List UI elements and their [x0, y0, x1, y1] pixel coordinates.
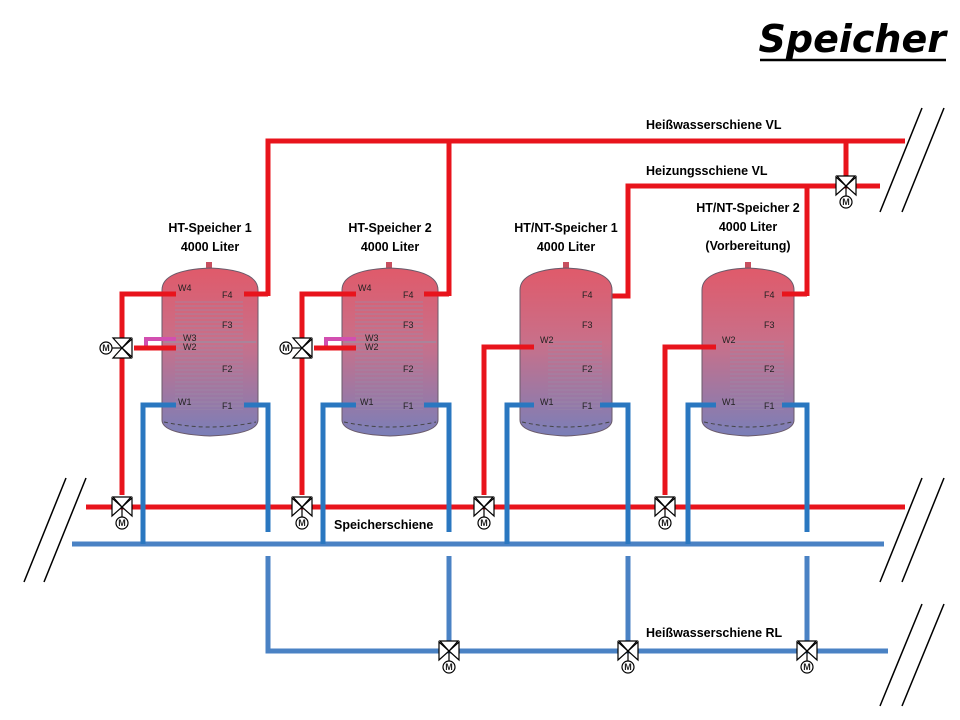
motor-label: M — [102, 343, 110, 353]
port-f3: F3 — [582, 320, 593, 330]
motor-label: M — [624, 662, 632, 672]
heating-supply-label: Heizungsschiene VL — [646, 164, 768, 178]
port-f3: F3 — [222, 320, 233, 330]
hot-supply-label: Heißwasserschiene VL — [646, 118, 782, 132]
port-w2: W2 — [183, 342, 197, 352]
return-valve-2[interactable]: M — [438, 640, 460, 674]
heating-supply-rail — [605, 183, 880, 299]
port-w4: W4 — [178, 283, 192, 293]
tank-1-name: HT-Speicher 1 — [168, 221, 251, 235]
tank-3-name: HT/NT-Speicher 1 — [514, 221, 618, 235]
motor-label: M — [803, 662, 811, 672]
port-w1: W1 — [360, 397, 374, 407]
port-w4: W4 — [358, 283, 372, 293]
hot-return-rail — [265, 556, 888, 654]
break-mark-mid-left — [23, 477, 87, 583]
page-title: Speicher — [759, 17, 949, 61]
tank-2-capacity: 4000 Liter — [361, 240, 420, 254]
port-f1: F1 — [582, 401, 593, 411]
tank-ht-nt-speicher-2: HT/NT-Speicher 2 4000 Liter (Vorbereitun… — [662, 201, 810, 544]
motor-label: M — [118, 518, 126, 528]
storage-valve-3[interactable]: M — [473, 496, 495, 530]
tank-ht-nt-speicher-1: HT/NT-Speicher 1 4000 Liter W2 W1 F4 F3 … — [481, 221, 631, 544]
port-f4: F4 — [582, 290, 593, 300]
port-f2: F2 — [764, 364, 775, 374]
port-w2: W2 — [722, 335, 736, 345]
tank-4-name: HT/NT-Speicher 2 — [696, 201, 800, 215]
storage-valve-4[interactable]: M — [654, 496, 676, 530]
motor-label: M — [842, 197, 850, 207]
port-f1: F1 — [222, 401, 233, 411]
mixing-valve-tank1[interactable]: M — [99, 337, 133, 359]
port-f3: F3 — [403, 320, 414, 330]
motor-label: M — [282, 343, 290, 353]
port-f4: F4 — [764, 290, 775, 300]
tank-2-name: HT-Speicher 2 — [348, 221, 431, 235]
port-f2: F2 — [403, 364, 414, 374]
break-mark-mid-right — [879, 477, 945, 583]
port-w3: W3 — [183, 333, 197, 343]
port-f1: F1 — [764, 401, 775, 411]
return-valve-4[interactable]: M — [796, 640, 818, 674]
port-w2: W2 — [365, 342, 379, 352]
motor-label: M — [480, 518, 488, 528]
mixing-valve-tank2[interactable]: M — [279, 337, 313, 359]
storage-valve-2[interactable]: M — [291, 496, 313, 530]
break-mark-bottom-right — [879, 603, 945, 707]
tank-ht-speicher-2: HT-Speicher 2 4000 Liter W4 W3 W2 W1 F4 … — [299, 221, 452, 544]
port-w1: W1 — [540, 397, 554, 407]
tank-ht-speicher-1: HT-Speicher 1 4000 Liter W4 W3 W2 W1 F4 … — [119, 221, 271, 544]
hot-supply-rail — [265, 138, 905, 296]
port-w2: W2 — [540, 335, 554, 345]
port-f4: F4 — [222, 290, 233, 300]
motor-label: M — [298, 518, 306, 528]
motor-label: M — [445, 662, 453, 672]
port-f2: F2 — [582, 364, 593, 374]
break-mark-top-right — [879, 107, 945, 213]
port-f3: F3 — [764, 320, 775, 330]
tank-4-capacity: 4000 Liter — [719, 220, 778, 234]
motor-label: M — [661, 518, 669, 528]
tank-4-note: (Vorbereitung) — [705, 239, 790, 253]
tank-1-capacity: 4000 Liter — [181, 240, 240, 254]
tank-3-capacity: 4000 Liter — [537, 240, 596, 254]
port-f4: F4 — [403, 290, 414, 300]
storage-rail-label: Speicherschiene — [334, 518, 433, 532]
port-f2: F2 — [222, 364, 233, 374]
port-w1: W1 — [722, 397, 736, 407]
port-w1: W1 — [178, 397, 192, 407]
hot-return-label: Heißwasserschiene RL — [646, 626, 783, 640]
storage-valve-1[interactable]: M — [111, 496, 133, 530]
crossover-valve[interactable]: M — [835, 175, 857, 209]
port-w3: W3 — [365, 333, 379, 343]
port-f1: F1 — [403, 401, 414, 411]
return-valve-3[interactable]: M — [617, 640, 639, 674]
